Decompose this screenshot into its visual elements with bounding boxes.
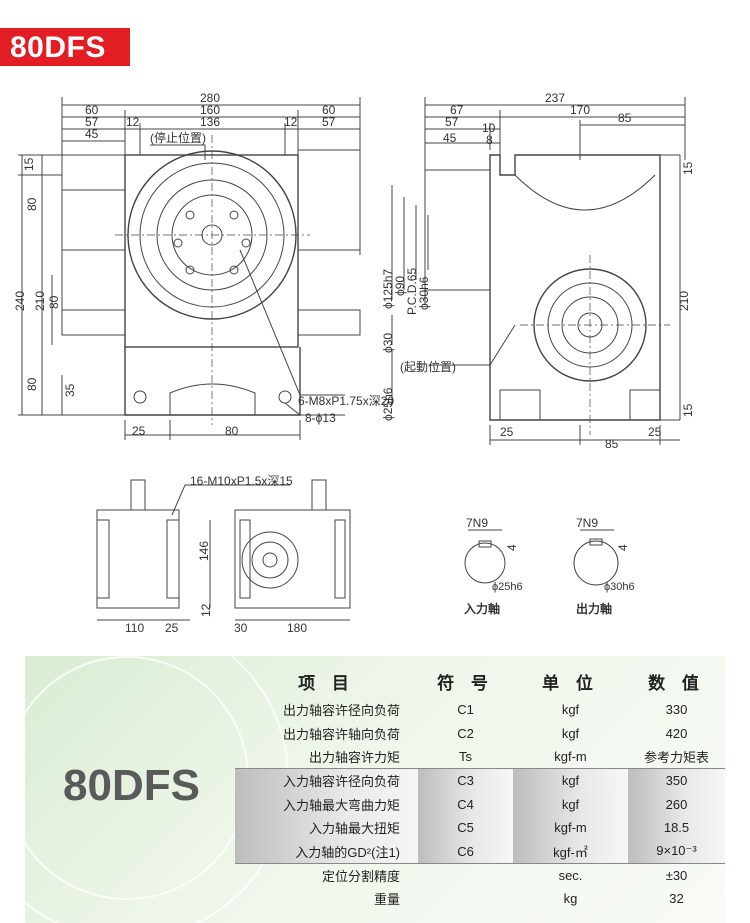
front-dim-80-mid: 80 — [47, 295, 61, 309]
side-dim-phi30: ϕ30 — [381, 333, 395, 353]
front-dim-12-left: 12 — [126, 115, 140, 129]
header-unit: 单 位 — [542, 673, 599, 693]
bottom-dim-30: 30 — [234, 621, 248, 635]
front-dim-45: 45 — [85, 127, 99, 141]
table-row: 出力轴容许径向负荷 C1 kgf 330 — [282, 702, 688, 719]
front-dim-12-right: 12 — [284, 115, 298, 129]
side-dim-67: 67 — [450, 103, 464, 117]
side-dim-pcd: P.C.D.65 — [405, 268, 419, 315]
side-dim-85-bottom: 85 — [605, 437, 619, 451]
stop-position-label: (停止位置) — [150, 130, 206, 145]
side-dim-10: 10 — [482, 121, 496, 135]
output-shaft-diameter: ϕ30h6 — [604, 581, 635, 593]
table-row: 入力轴最大扭矩 C5 kgf-m 18.5 — [235, 815, 725, 840]
header-value: 数 值 — [648, 673, 705, 693]
front-callout-hole: 8-ϕ13 — [305, 411, 336, 425]
front-dim-80-low: 80 — [25, 377, 39, 391]
table-row: 入力轴最大弯曲力矩 C4 kgf 260 — [235, 792, 725, 816]
header-symbol: 符 号 — [437, 673, 494, 693]
bottom-dim-25: 25 — [165, 621, 179, 635]
side-dim-57: 57 — [445, 115, 459, 129]
side-dim-15-top: 15 — [681, 161, 695, 175]
start-position-label: (起動位置) — [400, 359, 456, 374]
front-dim-80-bottom: 80 — [225, 424, 239, 438]
spec-panel: 80DFS 项 目 符 号 单 位 数 值 出力轴容许径向负荷 C1 kgf 3… — [25, 656, 725, 923]
front-dim-57-left: 57 — [85, 115, 99, 129]
bottom-dim-110: 110 — [125, 621, 144, 635]
side-dim-237: 237 — [545, 91, 565, 105]
front-dim-240: 240 — [13, 291, 27, 311]
table-row: 定位分割精度 sec. ±30 — [235, 862, 725, 888]
output-shaft-label: 出力軸 — [576, 601, 612, 616]
bottom-dim-146: 146 — [197, 541, 211, 561]
technical-drawing: 280 60 160 60 57 12 136 12 57 45 15 80 2… — [13, 91, 695, 635]
side-dim-25-left: 25 — [500, 425, 514, 439]
side-dim-phi25h6: ϕ25h6 — [381, 387, 395, 421]
bottom-callout-tap: 16-M10xP1.5x深15 — [190, 474, 293, 488]
side-dim-15-bottom: 15 — [681, 403, 695, 417]
input-shaft-key: 7N9 — [466, 516, 488, 530]
front-dim-136: 136 — [200, 115, 220, 129]
table-row: 入力轴容许径向负荷 C3 kgf 350 — [235, 768, 725, 793]
table-row: 出力轴容许轴向负荷 C2 kgf 420 — [282, 725, 688, 742]
front-dim-210: 210 — [33, 291, 47, 311]
side-dim-210: 210 — [677, 291, 691, 311]
side-dim-phi125: ϕ125h7 — [381, 269, 395, 309]
front-dim-25: 25 — [132, 424, 146, 438]
side-dim-85-top: 85 — [618, 111, 632, 125]
front-dim-15: 15 — [22, 157, 36, 171]
front-dim-60-left: 60 — [85, 103, 99, 117]
input-shaft-diameter: ϕ25h6 — [492, 581, 523, 593]
model-badge-text: 80DFS — [10, 31, 106, 64]
front-dim-57-right: 57 — [322, 115, 336, 129]
side-dim-25-right: 25 — [648, 425, 662, 439]
table-row: 重量 kg 32 — [373, 891, 684, 908]
input-shaft-label: 入力軸 — [464, 601, 500, 616]
table-row: 入力轴的GD²(注1) C6 kgf-㎡ 9×10⁻³ — [235, 839, 725, 864]
spec-table: 项 目 符 号 单 位 数 值 出力轴容许径向负荷 C1 kgf 330 出力轴… — [235, 664, 725, 911]
front-callout-tap: 6-M8xP1.75x深20 — [298, 394, 394, 408]
side-dim-8: 8 — [486, 133, 493, 147]
bottom-dim-180: 180 — [287, 621, 307, 635]
front-dim-35: 35 — [63, 383, 77, 397]
header-item: 项 目 — [298, 673, 355, 693]
bottom-dim-12: 12 — [199, 603, 213, 617]
side-dim-phi90: ϕ90 — [393, 276, 407, 296]
front-dim-80-top: 80 — [25, 197, 39, 211]
side-dim-170: 170 — [570, 103, 590, 117]
spec-model-label: 80DFS — [63, 761, 200, 810]
front-dim-160: 160 — [200, 103, 220, 117]
table-row: 出力轴容许力矩 Ts kgf-m 参考力矩表 — [308, 748, 709, 765]
front-dim-280: 280 — [200, 91, 220, 105]
output-shaft-key: 7N9 — [576, 516, 598, 530]
output-shaft-depth: 4 — [616, 544, 630, 551]
model-badge: 80DFS — [0, 28, 130, 66]
front-dim-60-right: 60 — [322, 103, 336, 117]
side-dim-45: 45 — [443, 131, 457, 145]
side-dim-phi30h6: ϕ30h6 — [417, 276, 431, 310]
input-shaft-depth: 4 — [505, 544, 519, 551]
